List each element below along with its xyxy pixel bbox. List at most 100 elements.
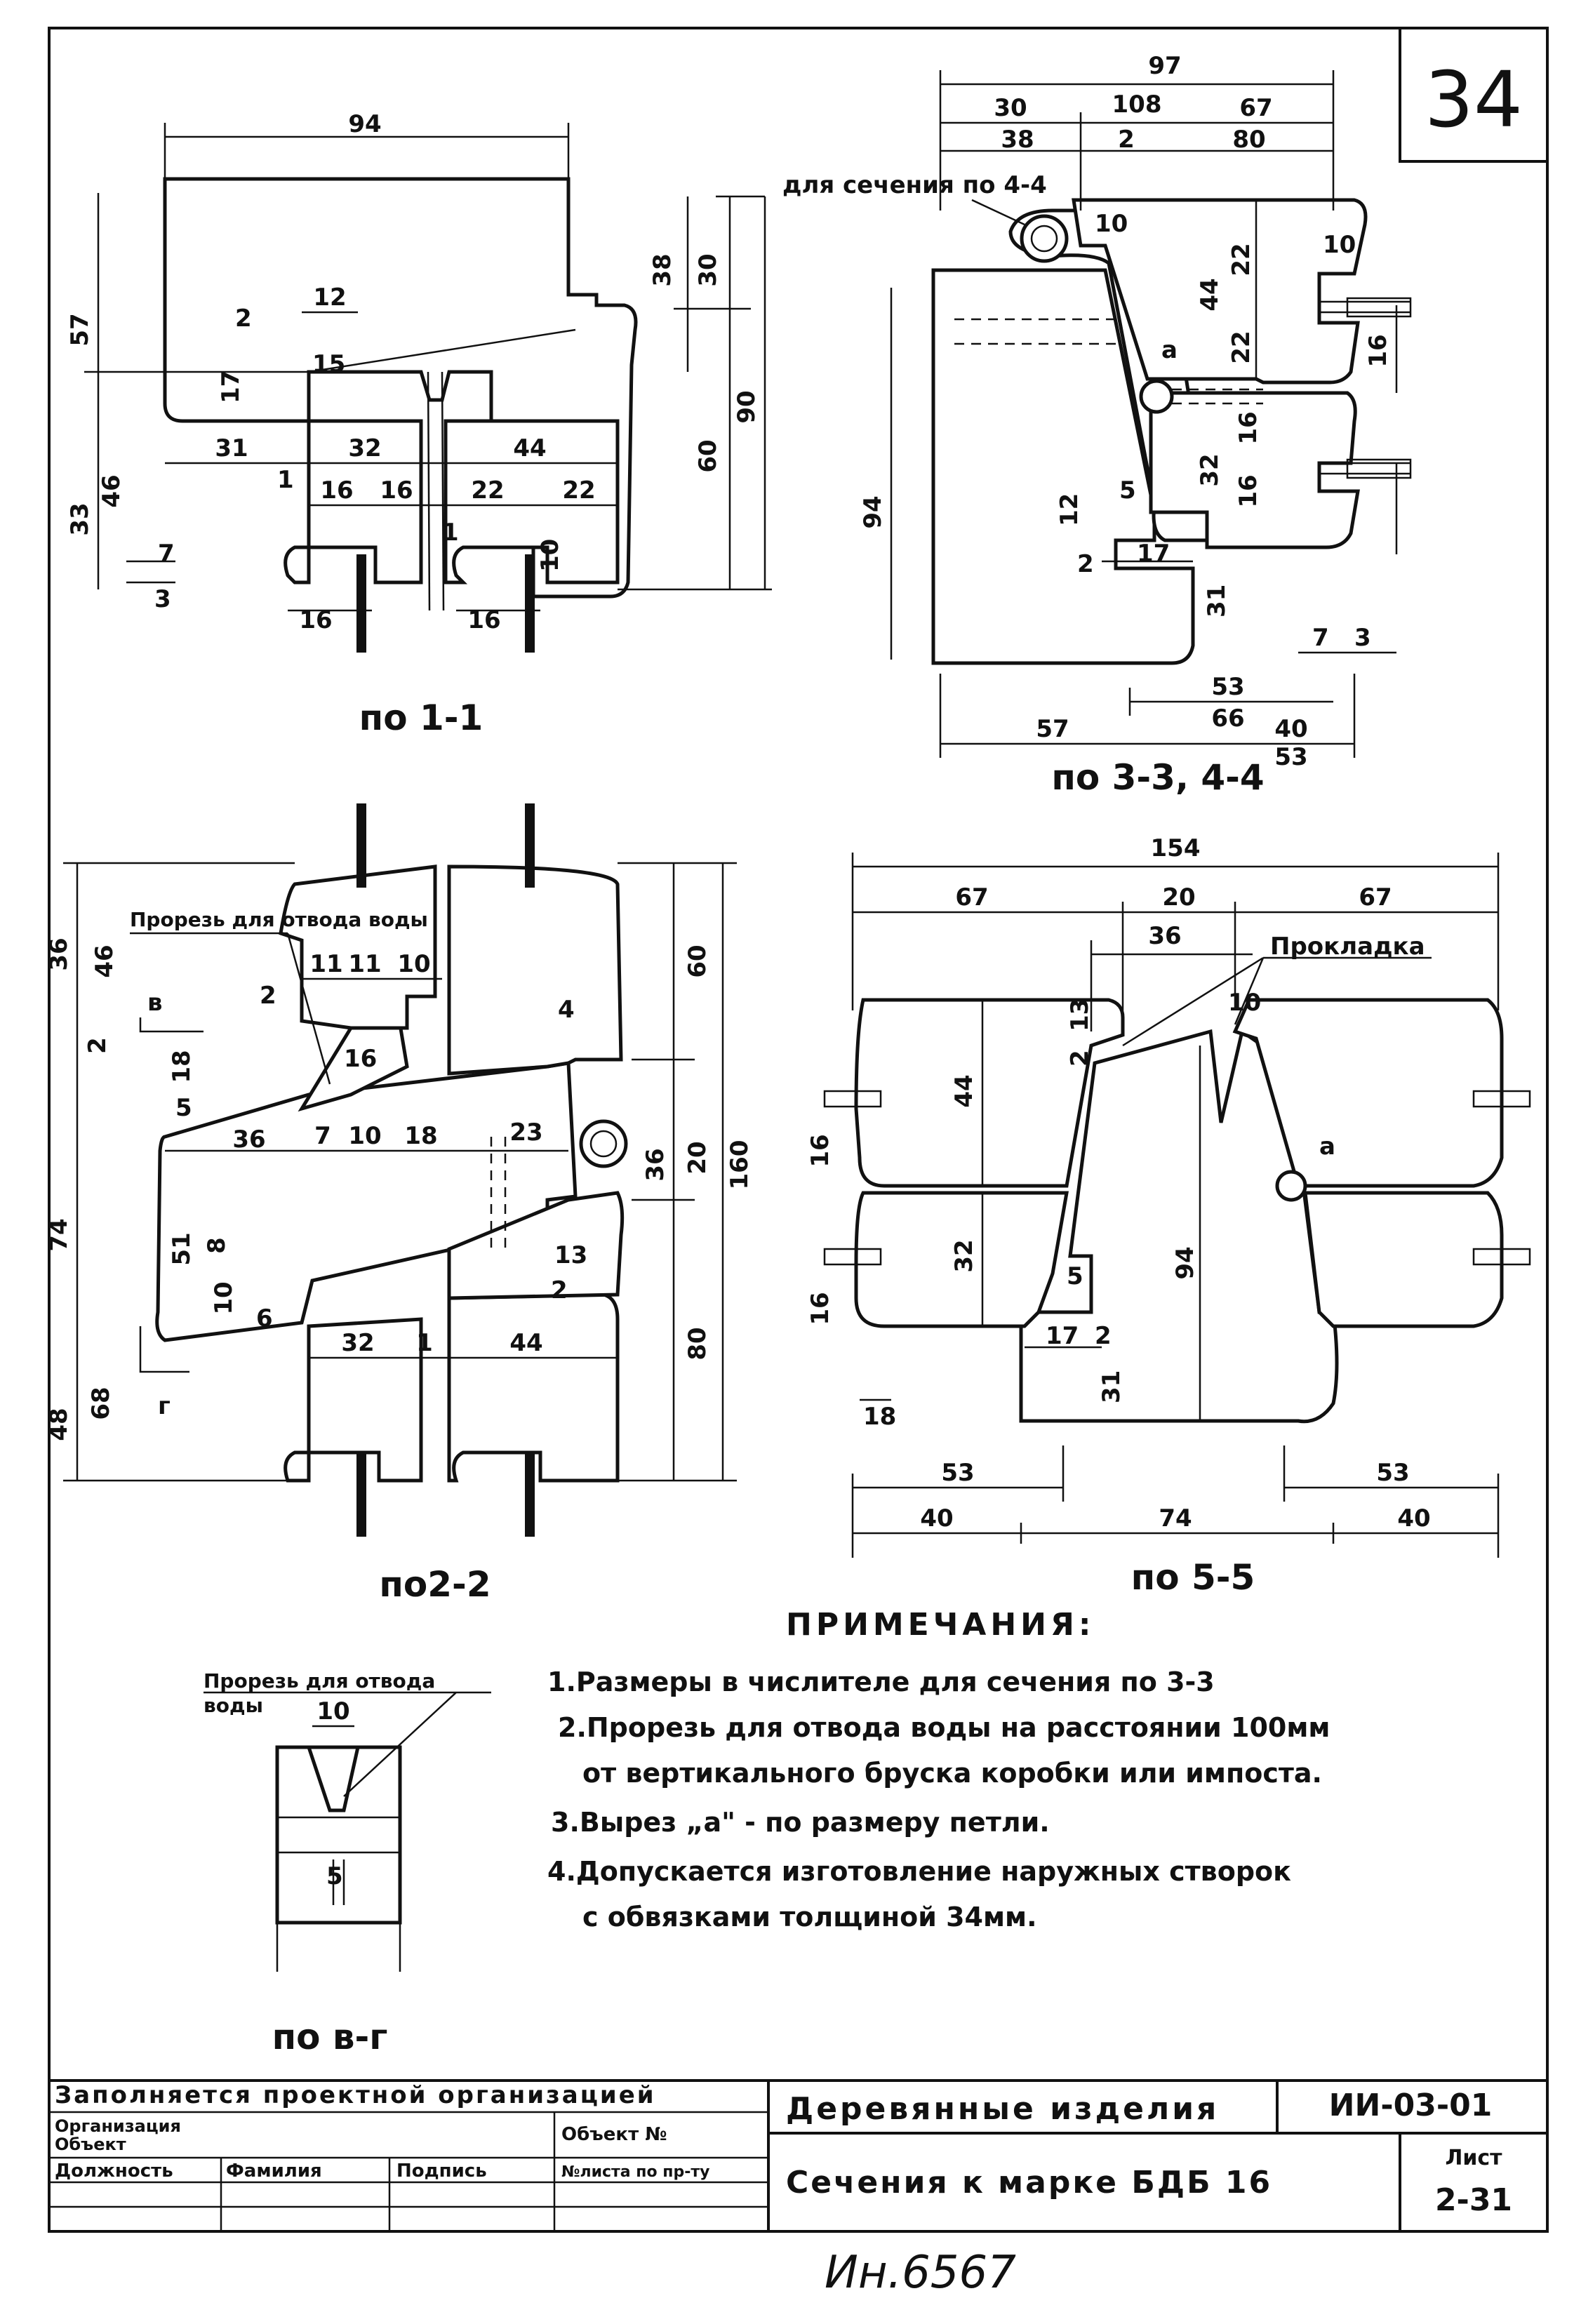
sheet-number: 34 <box>1425 55 1523 145</box>
dim-s11-13: 32 <box>348 434 381 462</box>
dim-s11-22: 16 <box>299 606 332 634</box>
dim-s55-12: 5 <box>1067 1262 1083 1290</box>
dim-s11-20: 3 <box>154 585 171 613</box>
label-section-4-4: для сечения по 4-4 <box>782 171 1047 199</box>
dim-s33-22: 7 <box>1312 624 1329 652</box>
dim-s33-20: 17 <box>1137 540 1170 568</box>
dim-s55-18: 53 <box>941 1459 974 1487</box>
caption-section-1-1: по 1-1 <box>359 697 483 738</box>
note-2: 2.Прорезь для отвода воды на расстоянии … <box>558 1712 1330 1743</box>
dim-s33-15: 16 <box>1234 474 1262 507</box>
dim-s33-19: 2 <box>1077 550 1094 578</box>
dim-s22-23: 32 <box>341 1329 374 1357</box>
dim-s11-5: 30 <box>694 253 722 286</box>
marker-a-s55: а <box>1319 1133 1335 1161</box>
tb-drawing-title: Сечения к марке БДБ 16 <box>786 2165 1272 2201</box>
dim-s55-4: 36 <box>1148 922 1181 950</box>
label-gasket: Прокладка <box>1270 933 1425 961</box>
dim-s22-32: 2 <box>260 982 276 1010</box>
dim-s33-10: 22 <box>1227 330 1255 363</box>
tb-product-group: Деревянные изделия <box>786 2091 1219 2127</box>
dim-s33-27: 57 <box>1036 715 1069 743</box>
tb-sheet-value: 2-31 <box>1435 2182 1512 2218</box>
dim-s11-4: 38 <box>648 253 676 286</box>
dim-s22-25: 44 <box>509 1329 542 1357</box>
dim-s22-12: 11 <box>309 950 342 978</box>
dim-s55-14: 17 <box>1046 1322 1079 1350</box>
dim-s55-11: 16 <box>806 1292 834 1325</box>
dim-s22-1: 46 <box>91 944 119 977</box>
dim-s55-13: 94 <box>1171 1246 1199 1279</box>
caption-section-2-2: по2-2 <box>379 1564 491 1605</box>
dim-s11-19: 7 <box>158 540 175 568</box>
dim-s33-3: 67 <box>1239 94 1272 122</box>
label-slot-line1: Прорезь для отвода воды <box>130 908 428 931</box>
dim-s33-24: 53 <box>1211 673 1244 701</box>
dim-s11-18: 22 <box>562 476 595 505</box>
dim-s33-18: 12 <box>1055 493 1083 526</box>
note-4: 4.Допускается изготовление наружных ство… <box>547 1856 1291 1887</box>
section-2-2: 36 46 2 18 5 74 51 8 10 6 48 68 11 11 10… <box>45 803 754 1605</box>
title-block: Заполняется проектной организацией Орган… <box>49 2079 1547 2231</box>
dim-s22-13: 11 <box>348 950 381 978</box>
dim-s55-6: 2 <box>1066 1050 1094 1067</box>
note-1: 1.Размеры в числителе для сечения по 3-3 <box>547 1667 1215 1697</box>
dim-s11-10: 15 <box>312 350 345 378</box>
dim-s11-14: 44 <box>513 434 546 462</box>
dim-s33-21: 31 <box>1203 585 1231 617</box>
marker-a-s33: а <box>1161 336 1178 364</box>
dim-detail-1: 5 <box>326 1862 343 1890</box>
label-detail-slot: Прорезь для отвода <box>204 1669 435 1692</box>
tb-filled-by: Заполняется проектной организацией <box>55 2081 656 2109</box>
note-2b: от вертикального бруска коробки или импо… <box>582 1758 1322 1789</box>
dim-s33-23: 3 <box>1354 624 1371 652</box>
dim-s33-1: 30 <box>994 94 1027 122</box>
dim-s22-10: 48 <box>45 1408 73 1441</box>
dim-s22-14: 10 <box>397 950 430 978</box>
dim-s55-20: 40 <box>920 1504 953 1532</box>
tb-organization: Организация <box>55 2116 181 2136</box>
dim-s55-15: 2 <box>1095 1322 1112 1350</box>
tb-sheet-no-label: №листа по пр-ту <box>561 2163 709 2181</box>
dim-s22-21: 13 <box>554 1241 587 1269</box>
tb-object: Объект <box>55 2135 126 2154</box>
dim-s33-16: 94 <box>859 495 887 528</box>
dim-s22-22: 2 <box>551 1276 568 1304</box>
sheet-number-box: 34 <box>1399 27 1549 163</box>
dim-s33-13: 16 <box>1234 411 1262 444</box>
tb-sheet-label: Лист <box>1445 2146 1502 2170</box>
dim-s11-16: 16 <box>380 476 413 505</box>
inventory-number: Ин.6567 <box>825 2247 1016 2299</box>
dim-s22-29: 160 <box>726 1140 754 1190</box>
dim-s22-8: 10 <box>210 1281 238 1314</box>
dim-s33-25: 66 <box>1211 704 1244 733</box>
section-1-1: 94 57 46 33 38 30 60 90 12 2 15 17 31 32… <box>66 110 772 738</box>
dim-s33-17: 5 <box>1119 476 1136 505</box>
dim-s33-4: 38 <box>1001 126 1034 154</box>
dim-s11-6: 60 <box>694 439 722 472</box>
note-4b: с обвязками толщиной 34мм. <box>582 1902 1037 1932</box>
section-v-g: 10 5 Прорезь для отвода воды по в-г <box>204 1669 491 2057</box>
tb-object-no: Объект № <box>561 2124 667 2145</box>
section-3-3: 97 30 108 67 38 2 80 10 22 44 22 10 16 1… <box>782 52 1412 798</box>
dim-s22-6: 51 <box>168 1232 196 1265</box>
dim-s11-3: 33 <box>66 502 94 535</box>
dim-s11-12: 31 <box>215 434 248 462</box>
dim-s33-5: 2 <box>1118 126 1135 154</box>
dim-s55-10: 32 <box>950 1239 978 1272</box>
dim-s55-19: 53 <box>1376 1459 1409 1487</box>
dim-s22-17: 7 <box>314 1122 331 1150</box>
dim-s55-1: 67 <box>955 883 988 911</box>
dim-s11-24: 1 <box>277 466 294 494</box>
dim-s33-12: 16 <box>1364 334 1392 367</box>
dim-s33-7: 10 <box>1095 210 1128 238</box>
caption-section-3-3: по 3-3, 4-4 <box>1051 757 1264 798</box>
tb-signature: Подпись <box>396 2161 487 2182</box>
dim-s22-3: 18 <box>168 1050 196 1083</box>
dim-s22-7: 8 <box>203 1237 231 1254</box>
dim-s22-19: 18 <box>404 1122 437 1150</box>
tb-surname: Фамилия <box>226 2161 322 2182</box>
marker-g: г <box>158 1392 171 1420</box>
dim-s33-14: 32 <box>1196 453 1224 486</box>
